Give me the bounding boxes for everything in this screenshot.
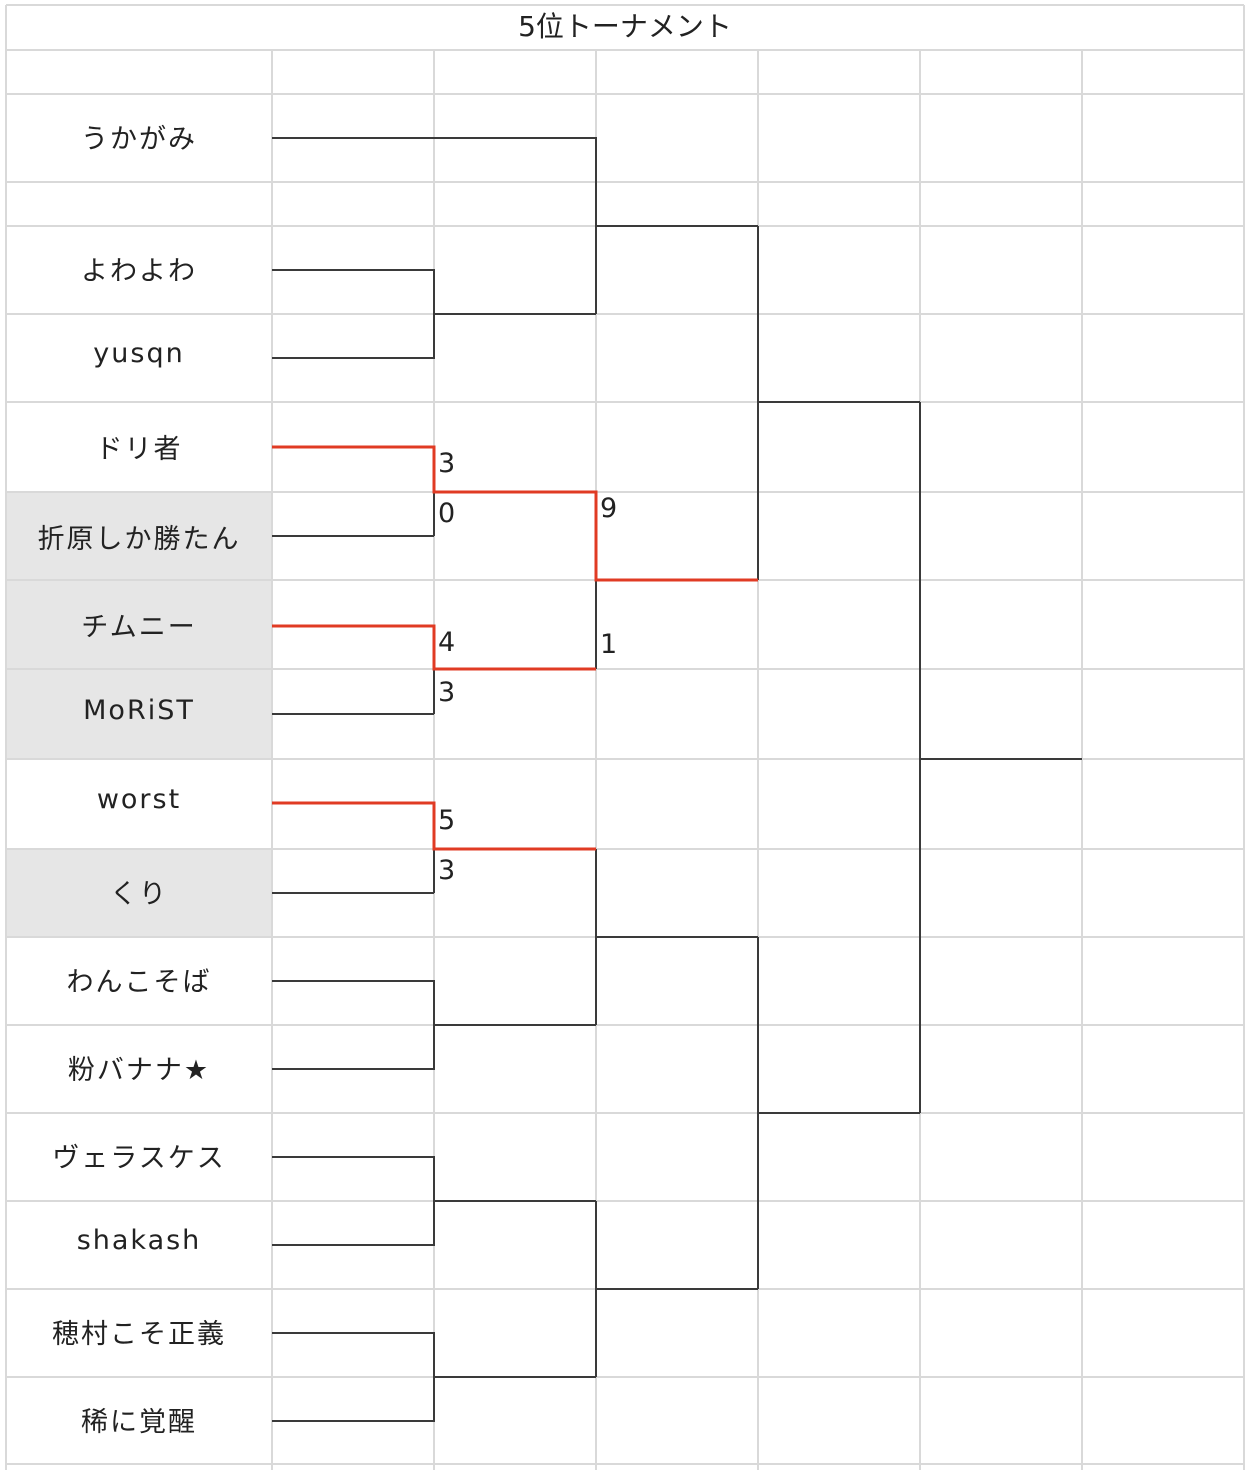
page-title: 5位トーナメント [518, 10, 732, 43]
player-name: うかがみ [81, 124, 197, 155]
player-name: yusqn [93, 338, 185, 369]
player-name: ドリ者 [95, 434, 183, 465]
player-name: 稀に覚醒 [81, 1407, 197, 1438]
player-name: shakash [76, 1225, 202, 1256]
bracket-ukagami [272, 137, 597, 314]
score-chimney: 4 [438, 627, 456, 658]
score-semi-winner: 9 [600, 493, 618, 524]
player-name: worst [96, 784, 182, 815]
win-path-doriha [272, 445, 758, 582]
player-name: 穂村こそ正義 [52, 1319, 226, 1350]
player-name: くり [110, 879, 168, 910]
eliminated-shading [6, 492, 272, 937]
player-name: 粉バナナ★ [67, 1055, 211, 1086]
player-name: MoRiST [83, 695, 195, 726]
score-semi-loser: 1 [600, 629, 618, 660]
score-worst: 5 [438, 805, 456, 836]
win-path-chimney [272, 624, 596, 671]
shade-orihara-chimney-morist [6, 492, 272, 759]
player-name: わんこそば [66, 967, 212, 998]
player-name: よわよわ [81, 256, 197, 287]
score-doriha: 3 [438, 448, 456, 479]
score-orihara: 0 [438, 498, 456, 529]
player-name: 折原しか勝たん [37, 524, 241, 555]
player-name: ヴェラスケス [52, 1143, 226, 1174]
score-kuri: 3 [438, 855, 456, 886]
winning-paths [272, 445, 758, 851]
score-morist: 3 [438, 677, 456, 708]
bracket-lines [272, 137, 1082, 1422]
player-name: チムニー [81, 612, 197, 643]
win-path-worst [272, 801, 596, 851]
shade-kuri [6, 849, 272, 937]
